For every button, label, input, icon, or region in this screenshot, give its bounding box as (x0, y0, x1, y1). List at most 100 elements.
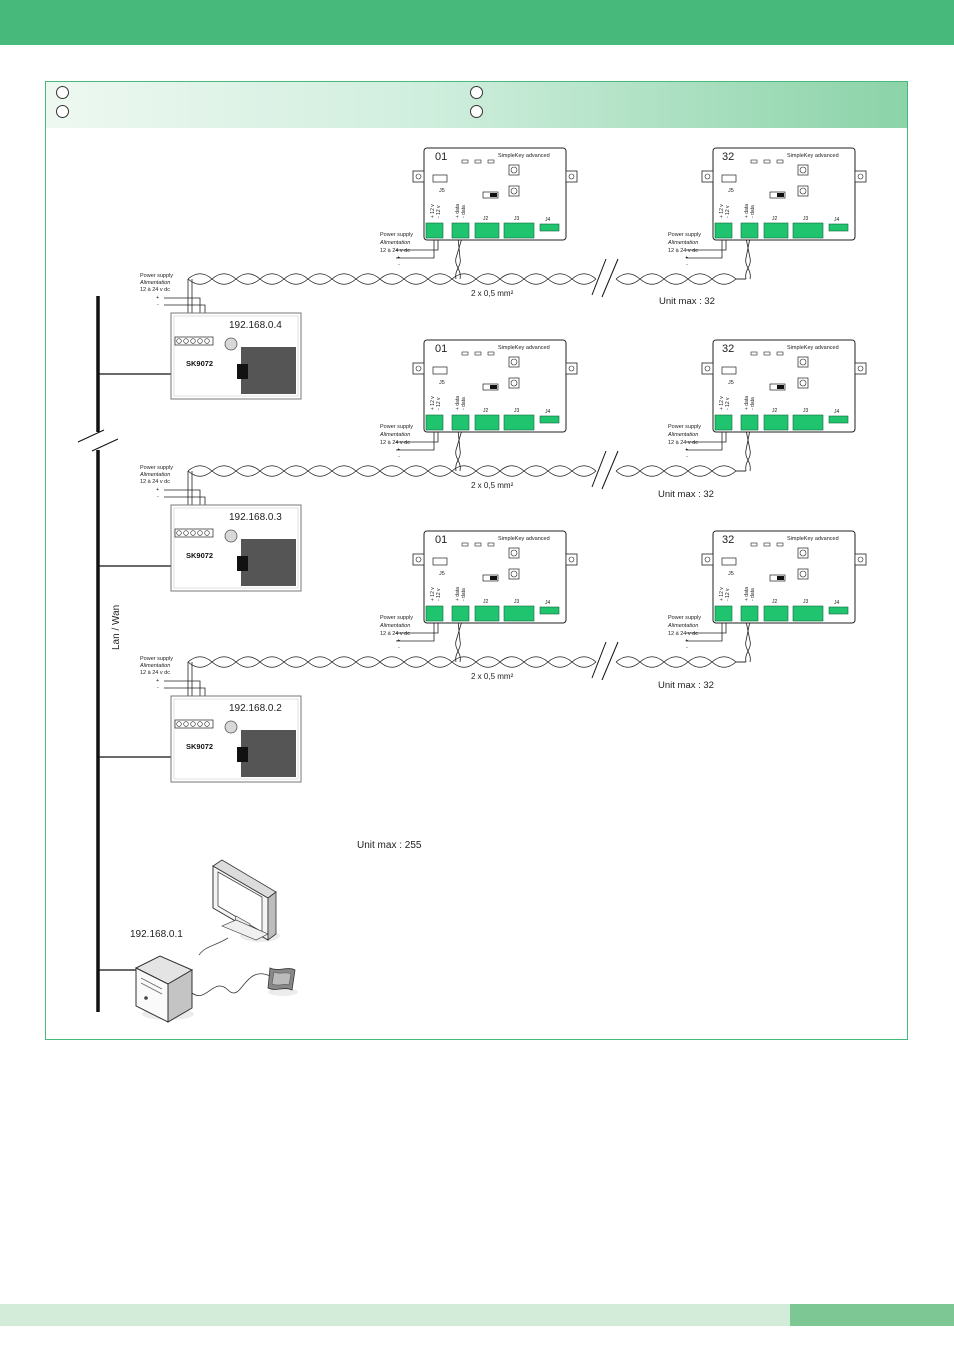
module-title: SimpleKey advanced (498, 345, 550, 351)
cable-break-mark (591, 258, 619, 298)
svg-text:+ 12 v: + 12 v (719, 396, 725, 410)
module-title: SimpleKey advanced (498, 536, 550, 542)
svg-text:-: - (686, 645, 688, 651)
svg-text:+: + (156, 487, 159, 493)
svg-text:+: + (685, 255, 688, 261)
controller-terminal-block (174, 719, 214, 729)
svg-text:J3: J3 (803, 216, 809, 222)
svg-text:-: - (398, 454, 400, 460)
module-title: SimpleKey advanced (787, 153, 839, 159)
svg-text:- 12 v: - 12 v (725, 205, 731, 218)
svg-text:J3: J3 (514, 408, 520, 414)
svg-text:- 12 v: - 12 v (436, 205, 442, 218)
module-number: 32 (722, 534, 734, 546)
controller-ip: 192.168.0.2 (229, 703, 282, 714)
radio-option-3[interactable] (470, 86, 483, 99)
controller-screen (241, 730, 296, 777)
controller-led (224, 337, 238, 351)
svg-text:+ 12 v: + 12 v (430, 204, 436, 218)
svg-text:- 12 v: - 12 v (436, 397, 442, 410)
svg-text:Power supply: Power supply (668, 232, 701, 238)
svg-text:-: - (157, 302, 159, 308)
svg-text:J3: J3 (514, 216, 520, 222)
monitor-icon (212, 859, 280, 942)
ethernet-port (237, 556, 248, 571)
ethernet-port (237, 364, 248, 379)
global-unit-max-label: Unit max : 255 (357, 840, 422, 851)
module-number: 01 (435, 151, 447, 163)
svg-text:+ data: + data (455, 587, 461, 601)
controller-power-label: Power supply Alimentation 12 à 24 v dc +… (139, 465, 173, 500)
svg-text:+: + (397, 447, 400, 453)
cable-break-mark (591, 641, 619, 681)
svg-text:Alimentation: Alimentation (667, 432, 698, 438)
unit-max-label: Unit max : 32 (658, 680, 714, 691)
svg-text:Alimentation: Alimentation (667, 240, 698, 246)
ethernet-port (237, 747, 248, 762)
module-power-label: Power supply Alimentation 12 à 24 v dc +… (379, 424, 413, 460)
svg-text:J5: J5 (439, 380, 445, 386)
module-title: SimpleKey advanced (787, 536, 839, 542)
svg-text:J5: J5 (439, 188, 445, 194)
svg-text:+ 12 v: + 12 v (719, 587, 725, 601)
cable-break-mark (591, 450, 619, 490)
svg-text:12 à 24 v dc: 12 à 24 v dc (380, 248, 410, 254)
svg-text:J4: J4 (834, 217, 840, 223)
monitor-cable (198, 937, 229, 956)
controller-model: SK9072 (186, 359, 213, 368)
svg-text:J3: J3 (514, 599, 520, 605)
svg-text:J5: J5 (439, 571, 445, 577)
svg-text:J5: J5 (728, 380, 734, 386)
svg-text:J5: J5 (728, 188, 734, 194)
svg-text:Power supply: Power supply (380, 232, 413, 238)
svg-text:-: - (686, 262, 688, 268)
radio-option-1[interactable] (56, 86, 69, 99)
top-header-bar (0, 0, 954, 45)
svg-text:-: - (398, 645, 400, 651)
footer-page-tab (790, 1304, 954, 1326)
svg-text:+: + (156, 295, 159, 301)
controller-ip: 192.168.0.4 (229, 320, 282, 331)
controller-led (224, 720, 238, 734)
svg-text:J2: J2 (772, 408, 778, 414)
green-terminals (714, 605, 849, 622)
svg-text:+ data: + data (744, 587, 750, 601)
svg-text:- 12 v: - 12 v (725, 588, 731, 601)
simplekey-module-32: 32 SimpleKey advanced J5 + 12 v - 12 v +… (667, 339, 867, 460)
controller-screen (241, 539, 296, 586)
radio-option-2[interactable] (56, 105, 69, 118)
controller-terminal-block (174, 528, 214, 538)
svg-text:Power supply: Power supply (140, 465, 173, 471)
twisted-cable (187, 656, 746, 668)
simplekey-module-01: 01 SimpleKey advanced J5 + 12 v - 12 v +… (379, 147, 578, 268)
svg-text:Alimentation: Alimentation (379, 240, 410, 246)
module-power-label: Power supply Alimentation 12 à 24 v dc +… (379, 615, 413, 651)
svg-text:J4: J4 (545, 217, 551, 223)
svg-text:- data: - data (461, 205, 467, 218)
svg-text:+ data: + data (744, 396, 750, 410)
svg-text:J4: J4 (545, 600, 551, 606)
svg-text:+ 12 v: + 12 v (430, 587, 436, 601)
svg-text:J2: J2 (483, 408, 489, 414)
radio-option-4[interactable] (470, 105, 483, 118)
network-row-1: Power supply Alimentation 12 à 24 v dc +… (98, 147, 867, 400)
svg-text:J2: J2 (483, 216, 489, 222)
card-reader-icon (267, 967, 298, 996)
green-terminals (425, 414, 560, 431)
diagram-panel (45, 81, 908, 1040)
sk9072-controller: 192.168.0.2 SK9072 (170, 695, 302, 783)
controller-screen (241, 347, 296, 394)
twisted-cable (187, 273, 746, 285)
svg-text:- data: - data (750, 588, 756, 601)
svg-text:Power supply: Power supply (140, 656, 173, 662)
panel-header (46, 82, 907, 128)
controller-power-label: Power supply Alimentation 12 à 24 v dc +… (139, 656, 173, 691)
svg-text:Alimentation: Alimentation (667, 623, 698, 629)
svg-text:Alimentation: Alimentation (139, 663, 170, 669)
controller-model: SK9072 (186, 742, 213, 751)
svg-text:12 à 24 v dc: 12 à 24 v dc (668, 248, 698, 254)
svg-text:-: - (157, 494, 159, 500)
svg-text:12 à 24 v dc: 12 à 24 v dc (380, 440, 410, 446)
svg-text:12 à 24 v dc: 12 à 24 v dc (140, 287, 170, 293)
